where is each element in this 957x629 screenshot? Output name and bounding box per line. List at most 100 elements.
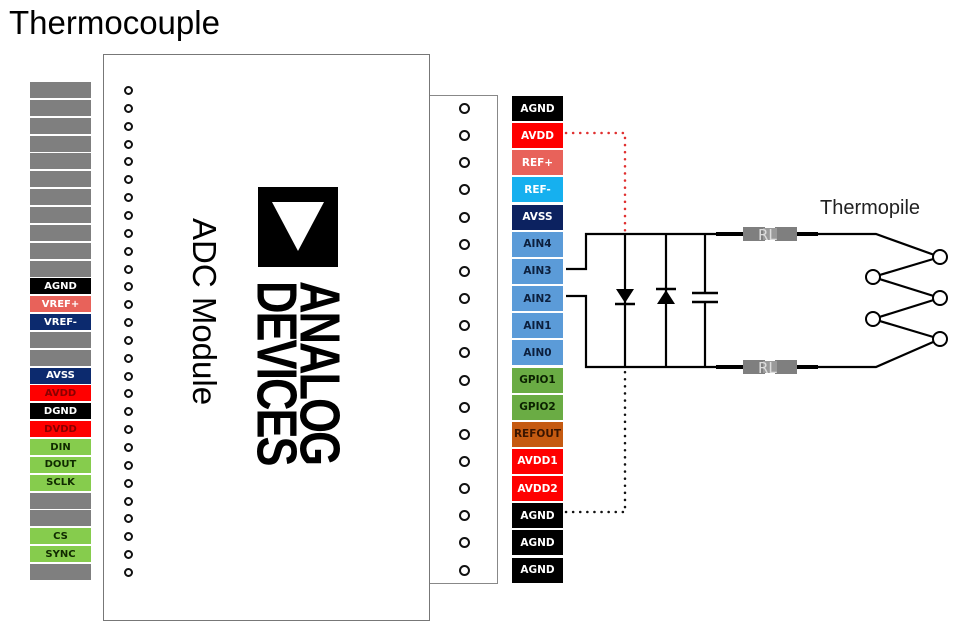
right-pin-ain3: AIN3 bbox=[512, 258, 563, 284]
right-pin-ref-: REF+ bbox=[512, 150, 563, 176]
right-pin-agnd: AGND bbox=[512, 96, 563, 121]
avdd-dotted-link bbox=[564, 131, 627, 236]
pin-hole-icon bbox=[124, 103, 133, 113]
pin-hole-icon bbox=[459, 428, 470, 440]
analog-devices-logo-icon bbox=[258, 187, 338, 267]
pin-hole-icon bbox=[459, 130, 470, 142]
pin-hole-icon bbox=[459, 374, 470, 386]
pin-hole-icon bbox=[459, 157, 470, 169]
right-pin-gpio2: GPIO2 bbox=[512, 394, 563, 420]
left-pin-avdd: AVDD bbox=[30, 385, 91, 402]
diode-up-icon bbox=[656, 287, 676, 304]
pin-hole-icon bbox=[124, 353, 133, 363]
pin-hole-icon bbox=[459, 293, 470, 305]
right-pin-agnd: AGND bbox=[512, 530, 563, 556]
pin-hole-icon bbox=[124, 210, 133, 220]
adc-module-board bbox=[103, 54, 430, 621]
pin-hole-icon bbox=[124, 282, 133, 292]
pin-hole-icon bbox=[459, 455, 470, 467]
pin-hole-icon bbox=[124, 139, 133, 149]
right-pin-ain1: AIN1 bbox=[512, 313, 563, 339]
right-pin-ain4: AIN4 bbox=[512, 231, 563, 257]
resistor-top-icon: RL bbox=[743, 226, 797, 244]
left-pin-vref-: VREF+ bbox=[30, 296, 91, 313]
pin-hole-icon bbox=[124, 318, 133, 328]
left-pin-din: DIN bbox=[30, 439, 91, 455]
pin-hole-icon bbox=[124, 514, 133, 524]
right-pin-agnd: AGND bbox=[512, 503, 563, 529]
junction-hot-2 bbox=[932, 290, 948, 306]
pin-hole-icon bbox=[459, 483, 470, 495]
left-pin-unused bbox=[30, 82, 91, 98]
right-pin-gpio1: GPIO1 bbox=[512, 367, 563, 393]
left-pin-unused bbox=[30, 99, 91, 116]
right-pin-avdd2: AVDD2 bbox=[512, 476, 563, 502]
left-pin-dgnd: DGND bbox=[30, 403, 91, 420]
left-pin-cs: CS bbox=[30, 528, 91, 545]
pin-hole-icon bbox=[459, 537, 470, 549]
left-pin-unused bbox=[30, 492, 91, 509]
left-pin-unused bbox=[30, 153, 91, 170]
right-pin-avdd: AVDD bbox=[512, 123, 563, 149]
left-pin-sync: SYNC bbox=[30, 546, 91, 563]
pin-hole-icon bbox=[124, 335, 133, 345]
left-pin-unused bbox=[30, 171, 91, 188]
junction-cold-1 bbox=[865, 269, 881, 285]
pin-hole-icon bbox=[124, 228, 133, 238]
left-pin-unused bbox=[30, 135, 91, 152]
pin-hole-icon bbox=[124, 193, 133, 203]
pin-hole-icon bbox=[124, 496, 133, 506]
junction-hot-1 bbox=[932, 249, 948, 265]
thermopile-label: Thermopile bbox=[820, 197, 921, 219]
junction-hot-3 bbox=[932, 331, 948, 347]
right-pin-ain2: AIN2 bbox=[512, 286, 563, 312]
left-pin-unused bbox=[30, 563, 91, 580]
thermopile-icon bbox=[865, 249, 948, 347]
ain3-wire bbox=[566, 232, 716, 271]
diode-down-icon bbox=[615, 289, 635, 306]
left-pin-unused bbox=[30, 260, 91, 277]
diagram-title: Thermocouple bbox=[9, 4, 220, 41]
pin-hole-icon bbox=[124, 460, 133, 470]
triangle-icon bbox=[272, 202, 324, 251]
right-pin-ain0: AIN0 bbox=[512, 340, 563, 366]
left-pin-unused bbox=[30, 242, 91, 259]
left-pin-unused bbox=[30, 510, 91, 527]
left-pin-unused bbox=[30, 331, 91, 348]
resistor-bottom-icon: RL bbox=[743, 359, 797, 377]
pin-hole-icon bbox=[124, 389, 133, 399]
pin-hole-icon bbox=[124, 567, 133, 577]
pin-hole-icon bbox=[124, 121, 133, 131]
pin-hole-icon bbox=[124, 264, 133, 274]
right-pin-ref-: REF- bbox=[512, 177, 563, 203]
resistor-bottom-label: RL bbox=[758, 359, 777, 377]
pin-hole-icon bbox=[124, 407, 133, 417]
pin-hole-icon bbox=[459, 238, 470, 250]
left-pin-dout: DOUT bbox=[30, 456, 91, 473]
pin-hole-icon bbox=[459, 184, 470, 196]
module-connector-header bbox=[430, 95, 498, 584]
pin-hole-icon bbox=[124, 478, 133, 488]
left-pin-unused bbox=[30, 224, 91, 241]
junction-cold-2 bbox=[865, 311, 881, 327]
left-pin-dvdd: DVDD bbox=[30, 421, 91, 438]
capacitor-icon bbox=[692, 291, 718, 304]
pin-hole-icon bbox=[124, 246, 133, 256]
left-pin-unused bbox=[30, 189, 91, 206]
pin-hole-icon bbox=[124, 300, 133, 310]
right-pin-refout: REFOUT bbox=[512, 421, 563, 447]
left-pin-vref-: VREF- bbox=[30, 314, 91, 331]
pin-hole-icon bbox=[459, 401, 470, 413]
left-pin-avss: AVSS bbox=[30, 367, 91, 384]
ain2-wire bbox=[566, 294, 716, 369]
pin-hole-icon bbox=[459, 510, 470, 522]
right-pin-agnd: AGND bbox=[512, 557, 563, 583]
pin-hole-icon bbox=[124, 157, 133, 167]
agnd-dotted-link bbox=[564, 365, 627, 514]
left-pin-unused bbox=[30, 206, 91, 223]
pin-hole-icon bbox=[459, 211, 470, 223]
pin-hole-icon bbox=[459, 320, 470, 332]
right-pin-avdd1: AVDD1 bbox=[512, 448, 563, 474]
thermopile-wire-top bbox=[818, 232, 941, 259]
